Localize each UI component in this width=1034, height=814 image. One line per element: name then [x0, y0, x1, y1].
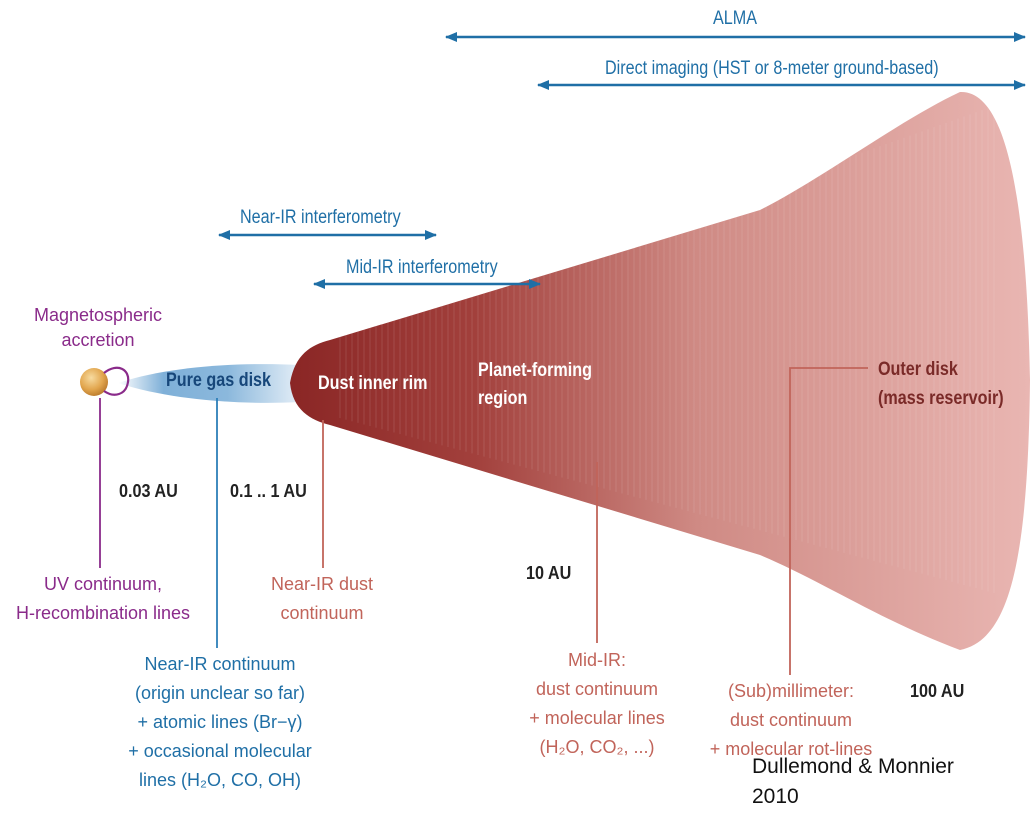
outer-disk-label: Outer disk (mass reservoir) — [878, 359, 1004, 409]
alma-label: ALMA — [713, 8, 757, 29]
distance-01-1-au: 0.1 .. 1 AU — [230, 481, 307, 501]
mid-ir-diagnostic-label: Mid-IR: dust continuum + molecular lines… — [529, 650, 665, 757]
gas-disk-shape — [118, 364, 300, 403]
dust-disk-shape — [290, 91, 1030, 650]
submm-pointer-line — [789, 367, 868, 675]
mid-ir-interferometry-label: Mid-IR interferometry — [346, 257, 498, 278]
direct-imaging-label: Direct imaging (HST or 8-meter ground-ba… — [605, 58, 939, 79]
near-ir-interferometry-label: Near-IR interferometry — [240, 207, 401, 228]
submm-diagnostic-label: (Sub)millimeter: dust continuum + molecu… — [709, 681, 873, 759]
magnetospheric-accretion-label: Magnetospheric accretion — [33, 305, 163, 350]
magnetic-loop — [103, 366, 130, 396]
pure-gas-disk-label: Pure gas disk — [166, 370, 272, 391]
disk-texture — [339, 105, 995, 593]
near-ir-dust-label: Near-IR dust continuum — [270, 574, 374, 623]
star-shape — [80, 368, 108, 396]
near-ir-continuum-label: Near-IR continuum (origin unclear so far… — [128, 654, 312, 790]
distance-003-au: 0.03 AU — [119, 481, 178, 501]
distance-100-au: 100 AU — [910, 681, 965, 701]
planet-forming-region-label: Planet-forming region — [478, 360, 592, 409]
dust-inner-rim-label: Dust inner rim — [318, 373, 428, 394]
distance-10-au: 10 AU — [526, 563, 572, 583]
citation: Dullemond & Monnier 2010 — [752, 755, 954, 808]
uv-diagnostic-label: UV continuum, H-recombination lines — [15, 574, 191, 623]
